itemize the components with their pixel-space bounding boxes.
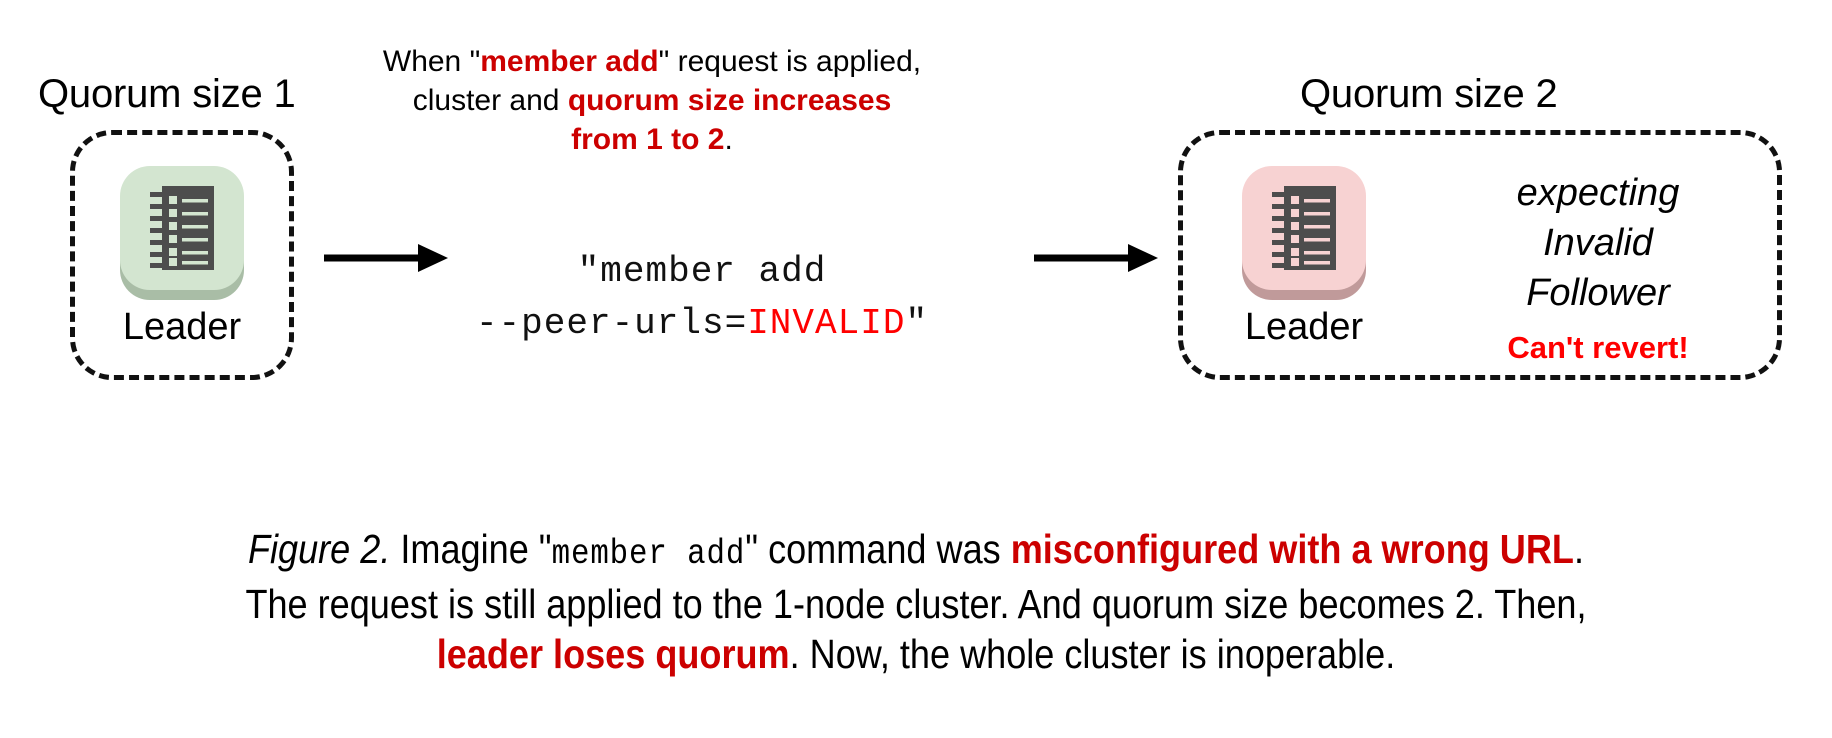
caption-l3a: . Now, the whole cluster is inoperable. [789, 631, 1396, 677]
caption-l1-highlight: misconfigured with a wrong URL [1010, 526, 1574, 572]
command-line-2: --peer-urls=INVALID" [452, 298, 952, 350]
command-flag: --peer-urls= [475, 303, 748, 344]
left-leader-node[interactable]: Leader [116, 160, 248, 349]
top-note-l1b: member add [480, 45, 659, 78]
server-rack-glyph [1272, 186, 1336, 270]
caption-l1b: " command was [745, 526, 1011, 572]
top-note-l1c: " request is applied, [658, 45, 922, 78]
server-rack-icon [116, 160, 248, 300]
caption-line-2: The request is still applied to the 1-no… [245, 581, 1587, 627]
caption-l1a: Imagine " [390, 526, 552, 572]
arrow-right-icon-right [1034, 244, 1158, 272]
server-rack-icon [1238, 160, 1370, 300]
caption-line-3: leader loses quorum. Now, the whole clus… [110, 629, 1722, 679]
top-annotation-line-3: from 1 to 2. [352, 120, 952, 159]
right-cluster-box [1178, 130, 1782, 380]
left-cluster-box [70, 130, 294, 380]
left-cluster-title: Quorum size 1 [38, 72, 296, 116]
server-rack-glyph [150, 186, 214, 270]
caption-inline-code: member add [551, 534, 746, 574]
right-cluster-title: Quorum size 2 [1300, 72, 1558, 116]
arrow-right-icon-left [324, 244, 448, 272]
top-annotation-line-2: cluster and quorum size increases [352, 81, 952, 120]
top-annotation-line-1: When "member add" request is applied, [352, 42, 952, 81]
command-close-quote: " [905, 303, 929, 344]
figure-number: Figure 2. [247, 526, 391, 572]
top-note-l3b: . [724, 123, 733, 156]
right-leader-node[interactable]: Leader [1238, 160, 1370, 349]
expect-line-2: Invalid [1543, 222, 1653, 264]
expect-line-1: expecting [1516, 172, 1680, 214]
caption-l1c: . [1573, 526, 1585, 572]
caption-line-1: Figure 2. Imagine "member add" command w… [110, 524, 1722, 579]
command-invalid-value: INVALID [747, 303, 906, 344]
right-node-label: Leader [1244, 306, 1364, 348]
top-note-l2a: cluster and [412, 84, 568, 117]
top-note-l2b: quorum size increases [567, 84, 892, 117]
caption-l3-highlight: leader loses quorum [436, 631, 790, 677]
command-line-1: "member add [577, 251, 827, 292]
top-note-l1a: When " [382, 45, 481, 78]
top-note-l3a: from 1 to 2 [571, 123, 725, 156]
expecting-invalid-follower-note: expecting Invalid Follower [1448, 168, 1748, 318]
cant-revert-warning: Can't revert! [1507, 330, 1689, 365]
expect-line-3: Follower [1526, 272, 1670, 314]
left-node-label: Leader [122, 306, 242, 348]
command-text: "member add --peer-urls=INVALID" [452, 246, 952, 350]
top-annotation: When "member add" request is applied, cl… [352, 42, 952, 159]
figure-caption: Figure 2. Imagine "member add" command w… [110, 524, 1722, 679]
